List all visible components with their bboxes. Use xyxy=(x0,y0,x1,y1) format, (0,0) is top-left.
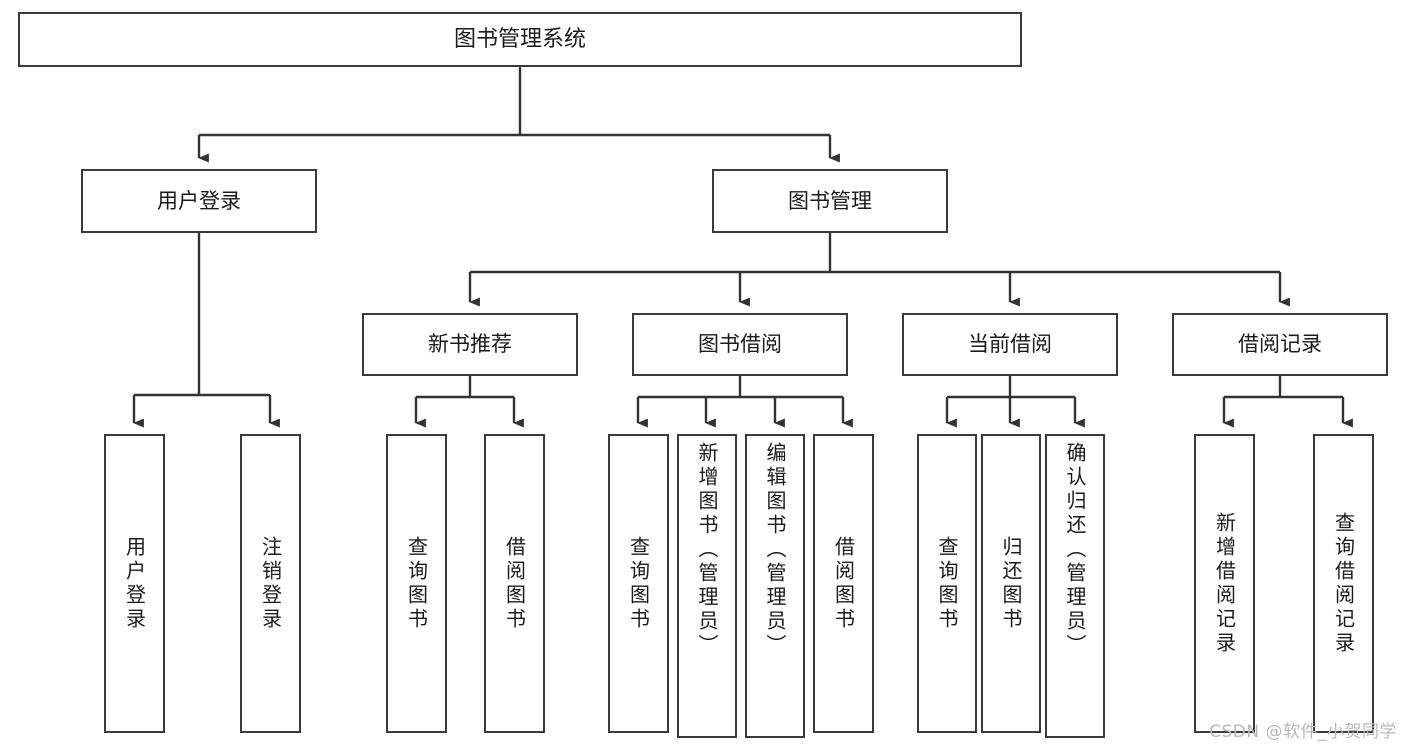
node-label: 新增图书（管理员） xyxy=(695,442,719,658)
node-label: 新书推荐 xyxy=(428,332,512,357)
leaf-add-book-admin[interactable]: 新增图书（管理员） xyxy=(677,434,737,738)
node-book-borrow[interactable]: 图书借阅 xyxy=(632,313,848,376)
leaf-confirm-return-admin[interactable]: 确认归还（管理员） xyxy=(1045,434,1105,738)
node-user-login[interactable]: 用户登录 xyxy=(81,169,317,233)
leaf-query-book-borrow[interactable]: 查询图书 xyxy=(608,434,669,733)
node-label: 借阅图书 xyxy=(831,535,856,632)
node-label: 查询图书 xyxy=(935,535,959,632)
node-label: 归还图书 xyxy=(999,535,1023,632)
node-label: 借阅图书 xyxy=(502,535,527,632)
node-label: 编辑图书（管理员） xyxy=(763,442,787,658)
node-label: 图书借阅 xyxy=(698,332,782,357)
leaf-query-borrow-record[interactable]: 查询借阅记录 xyxy=(1313,434,1374,733)
leaf-add-borrow-record[interactable]: 新增借阅记录 xyxy=(1194,434,1255,733)
node-label: 确认归还（管理员） xyxy=(1063,442,1087,658)
csdn-watermark: CSDN @软件_小贺同学 xyxy=(1209,722,1397,742)
node-label: 新增借阅记录 xyxy=(1212,511,1237,656)
node-root-system[interactable]: 图书管理系统 xyxy=(18,12,1022,67)
node-label: 用户登录 xyxy=(122,535,147,632)
node-label: 借阅记录 xyxy=(1238,332,1322,357)
node-borrow-record[interactable]: 借阅记录 xyxy=(1172,313,1388,376)
leaf-user-login[interactable]: 用户登录 xyxy=(104,434,165,733)
leaf-return-book[interactable]: 归还图书 xyxy=(981,434,1041,733)
leaf-query-book-recommend[interactable]: 查询图书 xyxy=(386,434,447,733)
node-label: 当前借阅 xyxy=(968,332,1052,357)
node-new-book-recommend[interactable]: 新书推荐 xyxy=(362,313,578,376)
leaf-borrow-book[interactable]: 借阅图书 xyxy=(813,434,874,733)
leaf-user-logout[interactable]: 注销登录 xyxy=(240,434,301,733)
leaf-query-book-current[interactable]: 查询图书 xyxy=(917,434,977,733)
leaf-borrow-book-recommend[interactable]: 借阅图书 xyxy=(484,434,545,733)
node-book-management[interactable]: 图书管理 xyxy=(712,169,948,233)
leaf-edit-book-admin[interactable]: 编辑图书（管理员） xyxy=(745,434,805,738)
node-label: 查询图书 xyxy=(626,535,651,632)
node-label: 图书管理系统 xyxy=(453,26,586,52)
node-label: 用户登录 xyxy=(157,188,241,213)
node-current-borrow[interactable]: 当前借阅 xyxy=(902,313,1118,376)
node-label: 图书管理 xyxy=(788,188,872,213)
node-label: 查询图书 xyxy=(404,535,429,632)
node-label: 注销登录 xyxy=(258,535,283,632)
node-label: 查询借阅记录 xyxy=(1331,511,1356,656)
